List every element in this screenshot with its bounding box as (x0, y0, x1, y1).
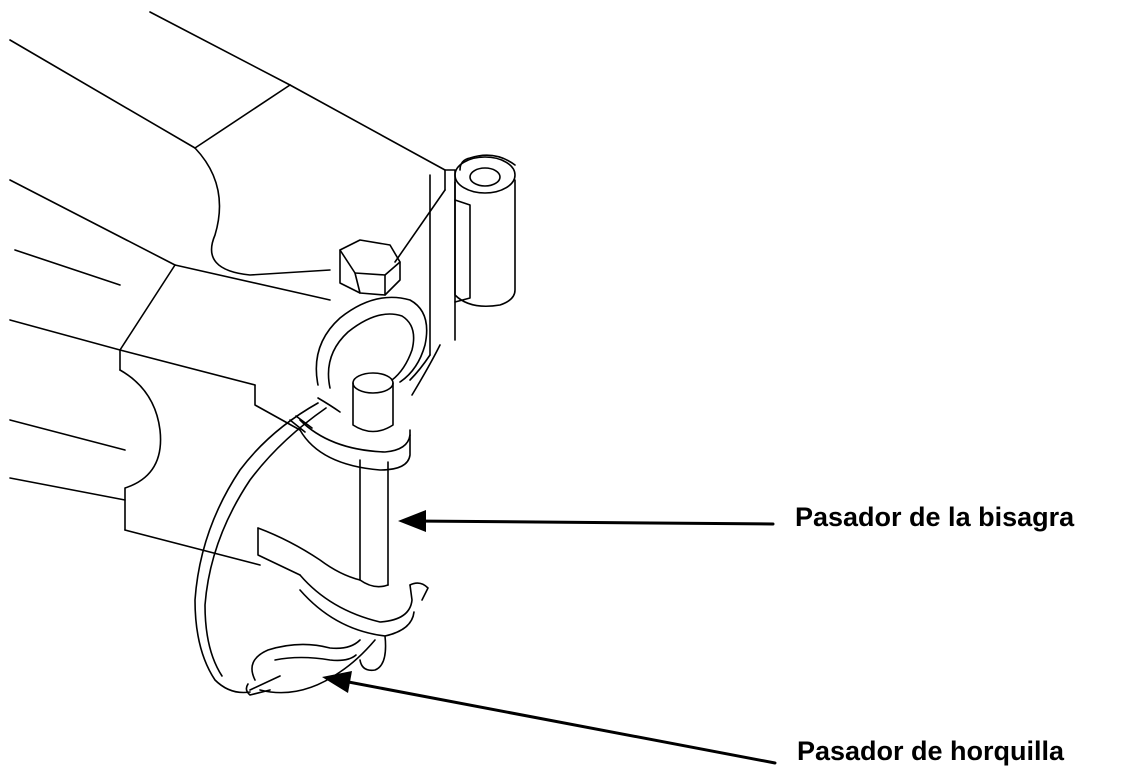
lower-bracket (257, 527, 429, 672)
upper-bracket (254, 372, 411, 471)
upper-beam (9, 11, 446, 276)
clip-pin-label: Pasador de horquilla (797, 736, 1065, 766)
lanyard-cable (194, 397, 341, 694)
hinge-pin-label: Pasador de la bisagra (795, 502, 1075, 532)
hinge-knuckle (409, 154, 516, 396)
hex-bolt (339, 239, 401, 296)
hinge-pin-shaft (359, 459, 389, 588)
lower-beam (9, 179, 331, 566)
pin-ring (315, 296, 428, 389)
hairpin-clip (245, 639, 376, 696)
hinge-pin-arrow (398, 510, 775, 532)
clip-pin-arrow (322, 671, 777, 765)
